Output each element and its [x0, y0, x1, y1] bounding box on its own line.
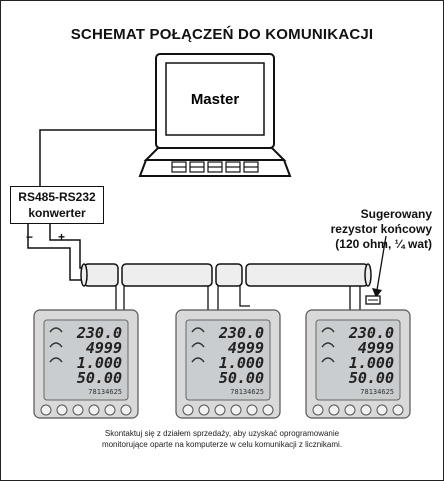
meter-total: 78134625 — [88, 388, 122, 396]
cable-segment — [83, 263, 119, 287]
serial-link-wire — [39, 129, 156, 186]
meter-reading: 4999 — [86, 339, 122, 357]
minus-wire — [27, 224, 84, 281]
resistor-note-line3: (120 ohm, ¼ wat) — [335, 237, 432, 251]
footer-note-line2: monitorujące oparte na komputerze w celu… — [101, 440, 343, 449]
resistor-note-line1: Sugerowany — [360, 207, 432, 221]
meter-button[interactable] — [88, 404, 100, 416]
cable-segment — [215, 263, 243, 287]
lcd-phase-icon — [191, 327, 205, 333]
meter-reading: 1.000 — [349, 354, 394, 372]
meter-button[interactable] — [214, 404, 226, 416]
lcd-phase-icon — [321, 342, 335, 348]
cable-segment — [245, 263, 369, 287]
meter-total: 78134625 — [230, 388, 264, 396]
keyboard-keys — [171, 161, 259, 173]
meter-reading: 4999 — [358, 339, 394, 357]
termination-resistor — [365, 235, 387, 305]
meter-drop-wires — [115, 286, 361, 312]
diagram-title: SCHEMAT POŁĄCZEŃ DO KOMUNIKACJI — [70, 26, 374, 43]
meter-reading: 230.0 — [348, 324, 394, 342]
meters-group: 230.049991.00050.0078134625230.049991.00… — [33, 309, 411, 419]
meter-button[interactable] — [120, 404, 132, 416]
meter-lcd — [185, 319, 271, 401]
rs485-cable — [80, 263, 372, 287]
monitor-screen — [165, 62, 265, 136]
lcd-phase-icon — [321, 357, 335, 363]
meter-reading: 1.000 — [77, 354, 122, 372]
lcd-phase-icon — [49, 327, 63, 333]
meter-reading: 50.00 — [77, 369, 122, 387]
meter-reading: 4999 — [228, 339, 264, 357]
lcd-phase-icon — [191, 357, 205, 363]
meter-button[interactable] — [182, 404, 194, 416]
polarity-plus: + — [58, 230, 66, 244]
meter-button[interactable] — [262, 404, 274, 416]
master-computer: Master — [138, 53, 292, 177]
meter-reading: 50.00 — [219, 369, 264, 387]
meter-button[interactable] — [40, 404, 52, 416]
meter-total: 78134625 — [360, 388, 394, 396]
meter-button[interactable] — [246, 404, 258, 416]
meter-button[interactable] — [198, 404, 210, 416]
meter-reading: 1.000 — [219, 354, 264, 372]
cable-segment — [121, 263, 213, 287]
polarity-minus: − — [26, 230, 34, 244]
plus-wire — [49, 224, 84, 269]
converter-label-line1: RS485-RS232 — [18, 190, 96, 204]
meter-button[interactable] — [72, 404, 84, 416]
meter-button[interactable] — [230, 404, 242, 416]
resistor-note: Sugerowany rezystor końcowy (120 ohm, ¼ … — [282, 207, 432, 252]
meter-lcd — [43, 319, 129, 401]
meter-button[interactable] — [104, 404, 116, 416]
computer-neck — [143, 147, 287, 161]
lcd-phase-icon — [49, 342, 63, 348]
converter-label-line2: konwerter — [28, 206, 86, 220]
footer-note-line1: Skontaktuj się z działem sprzedaży, aby … — [104, 429, 340, 438]
resistor-note-line2: rezystor końcowy — [330, 222, 432, 236]
meter-button[interactable] — [344, 404, 356, 416]
meter-button[interactable] — [376, 404, 388, 416]
lcd-phase-icon — [191, 342, 205, 348]
lcd-phase-icon — [321, 327, 335, 333]
master-label: Master — [191, 91, 240, 108]
meter-button[interactable] — [328, 404, 340, 416]
converter-box: RS485-RS232 konwerter — [10, 186, 104, 224]
meter-lcd — [315, 319, 401, 401]
lcd-phase-icon — [49, 357, 63, 363]
meter-button[interactable] — [360, 404, 372, 416]
meter-reading: 230.0 — [218, 324, 264, 342]
footer-note: Skontaktuj się z działem sprzedaży, aby … — [0, 428, 444, 450]
meter-reading: 230.0 — [76, 324, 122, 342]
meter-button[interactable] — [312, 404, 324, 416]
meter-button[interactable] — [392, 404, 404, 416]
meter-button[interactable] — [56, 404, 68, 416]
meter-reading: 50.00 — [349, 369, 394, 387]
